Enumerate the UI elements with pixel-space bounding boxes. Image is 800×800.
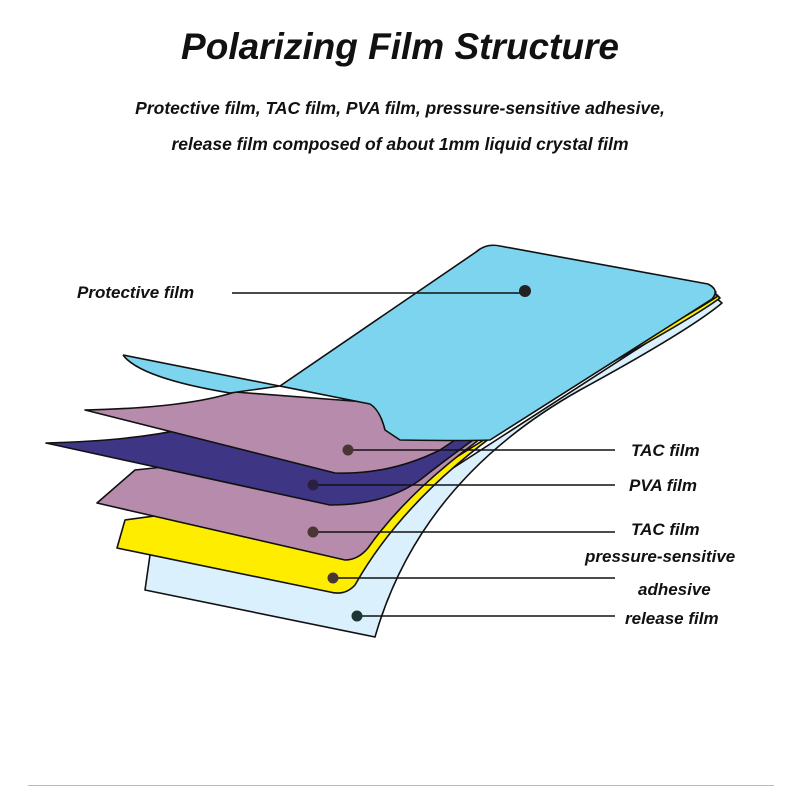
tac-lower-marker <box>307 526 319 538</box>
protective-layer <box>122 244 716 442</box>
adhesive-marker <box>327 572 339 584</box>
label-protective-film: Protective film <box>77 283 195 302</box>
subtitle-line-1: Protective film, TAC film, PVA film, pre… <box>135 98 665 118</box>
label-tac-film-upper: TAC film <box>631 441 700 460</box>
bottom-divider <box>28 785 774 786</box>
protective-marker <box>519 285 531 297</box>
tac-upper-marker <box>342 444 354 456</box>
subtitle-line-2: release film composed of about 1mm liqui… <box>171 134 629 154</box>
label-release-film: release film <box>625 609 719 628</box>
label-pva-film: PVA film <box>629 476 698 495</box>
pva-marker <box>307 479 319 491</box>
page-title: Polarizing Film Structure <box>181 26 619 67</box>
label-pressure-sensitive: pressure-sensitive <box>585 547 736 566</box>
label-tac-film-lower: TAC film <box>631 520 700 539</box>
label-adhesive: adhesive <box>638 580 711 599</box>
release-marker <box>351 610 363 622</box>
